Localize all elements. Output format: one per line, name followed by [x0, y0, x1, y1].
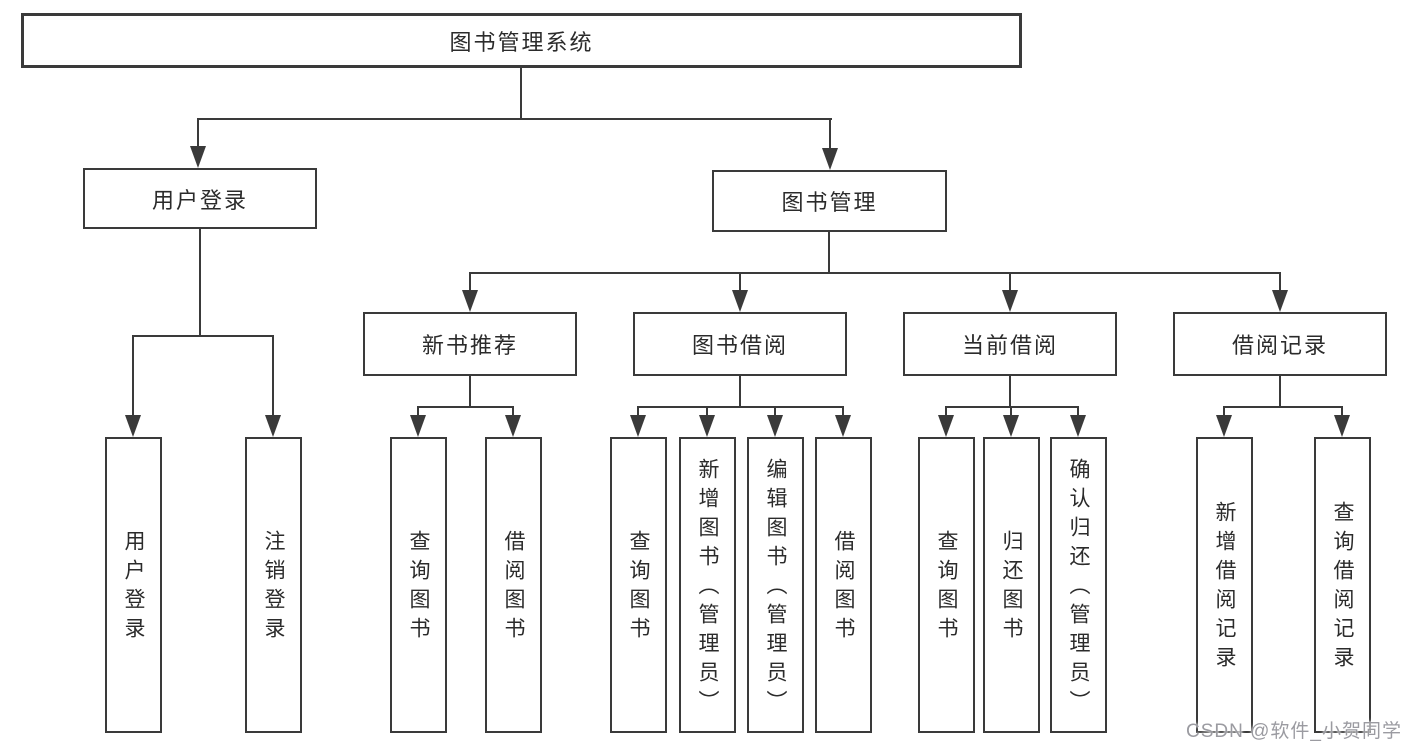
arrow-down-icon	[835, 415, 851, 437]
connector-borrow-record-trunk	[1279, 376, 1281, 408]
leaf-borrow-borrow-books: 借阅图书	[815, 437, 872, 733]
connector-stem-leaf	[637, 406, 639, 417]
leaf-borrow-query-books: 查询图书	[610, 437, 667, 733]
connector-stem-current-borrow	[1009, 272, 1011, 292]
connector-stem-leaf	[1010, 406, 1012, 417]
leaf-record-query-borrow-record: 查询借阅记录	[1314, 437, 1371, 733]
connector-borrow-record-bus	[1223, 406, 1343, 408]
connector-stem-borrow-record	[1279, 272, 1281, 292]
connector-stem-leaf	[1077, 406, 1079, 417]
connector-user-login-bus	[132, 335, 274, 337]
connector-new-book-bus	[417, 406, 514, 408]
leaf-borrow-edit-books-admin: 编辑图书（管理员）	[747, 437, 804, 733]
connector-book-borrow-trunk	[739, 376, 741, 408]
leaf-record-add-borrow-record: 新增借阅记录	[1196, 437, 1253, 733]
leaf-newbook-borrow-books: 借阅图书	[485, 437, 542, 733]
node-borrow-record: 借阅记录	[1173, 312, 1387, 376]
node-book-management: 图书管理	[712, 170, 947, 232]
arrow-down-icon	[1334, 415, 1350, 437]
connector-stem-leaf	[512, 406, 514, 417]
node-new-book-recommend: 新书推荐	[363, 312, 577, 376]
connector-stem-book-management	[829, 118, 831, 150]
leaf-logout: 注销登录	[245, 437, 302, 733]
leaf-current-return-books: 归还图书	[983, 437, 1040, 733]
node-current-borrow: 当前借阅	[903, 312, 1117, 376]
connector-stem-leaf	[842, 406, 844, 417]
connector-stem-leaf	[706, 406, 708, 417]
connector-level3-bus	[469, 272, 1281, 274]
connector-stem-leaf	[132, 335, 134, 417]
arrow-down-icon	[630, 415, 646, 437]
arrow-down-icon	[1070, 415, 1086, 437]
arrow-down-icon	[938, 415, 954, 437]
arrow-down-icon	[410, 415, 426, 437]
csdn-watermark: CSDN @软件_小贺同学	[1186, 721, 1402, 742]
leaf-borrow-add-books-admin: 新增图书（管理员）	[679, 437, 736, 733]
connector-book-management-trunk	[828, 232, 830, 274]
connector-stem-book-borrow	[739, 272, 741, 292]
connector-stem-leaf	[1223, 406, 1225, 417]
connector-book-borrow-bus	[637, 406, 844, 408]
connector-stem-leaf	[774, 406, 776, 417]
connector-stem-leaf	[1341, 406, 1343, 417]
arrow-down-icon	[822, 148, 838, 170]
connector-root-trunk	[520, 68, 522, 119]
arrow-down-icon	[190, 146, 206, 168]
connector-stem-leaf	[272, 335, 274, 417]
arrow-down-icon	[699, 415, 715, 437]
arrow-down-icon	[732, 290, 748, 312]
leaf-current-query-books: 查询图书	[918, 437, 975, 733]
leaf-newbook-query-books: 查询图书	[390, 437, 447, 733]
arrow-down-icon	[1272, 290, 1288, 312]
connector-stem-leaf	[417, 406, 419, 417]
arrow-down-icon	[265, 415, 281, 437]
connector-current-borrow-bus	[945, 406, 1079, 408]
connector-stem-user-login	[197, 118, 199, 148]
connector-current-borrow-trunk	[1009, 376, 1011, 408]
arrow-down-icon	[767, 415, 783, 437]
arrow-down-icon	[1002, 290, 1018, 312]
leaf-current-confirm-return-admin: 确认归还（管理员）	[1050, 437, 1107, 733]
connector-level2-bus	[197, 118, 832, 120]
node-root-system: 图书管理系统	[21, 13, 1022, 68]
arrow-down-icon	[462, 290, 478, 312]
connector-new-book-trunk	[469, 376, 471, 408]
node-user-login: 用户登录	[83, 168, 317, 229]
arrow-down-icon	[1216, 415, 1232, 437]
connector-stem-leaf	[945, 406, 947, 417]
node-book-borrow: 图书借阅	[633, 312, 847, 376]
connector-stem-new-book	[469, 272, 471, 292]
arrow-down-icon	[125, 415, 141, 437]
arrow-down-icon	[1003, 415, 1019, 437]
connector-user-login-trunk	[199, 229, 201, 337]
leaf-user-login: 用户登录	[105, 437, 162, 733]
arrow-down-icon	[505, 415, 521, 437]
